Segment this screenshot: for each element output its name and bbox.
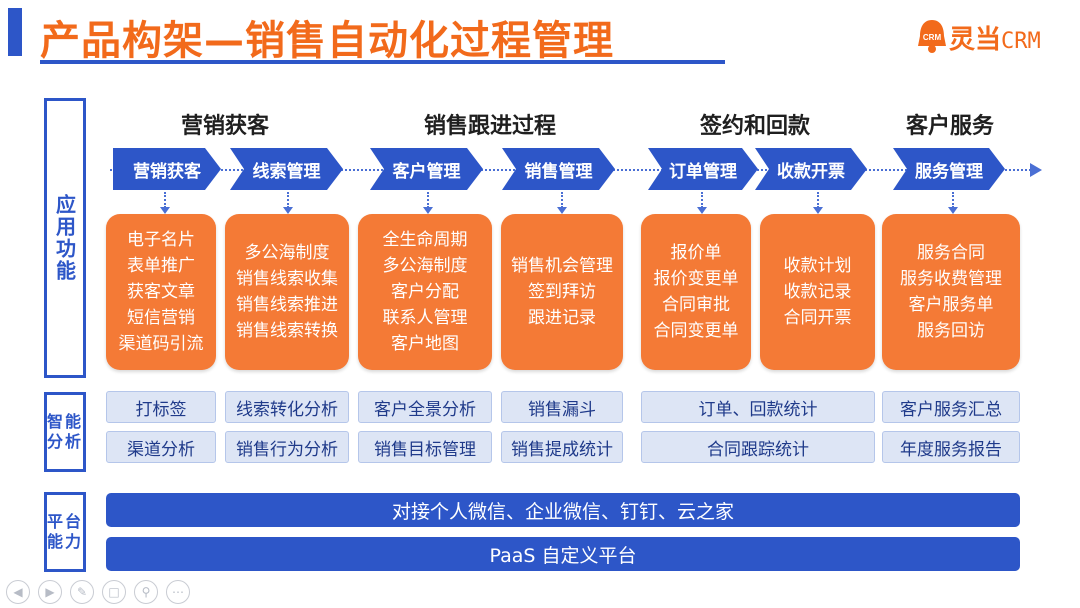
stage-title-contract-payment: 签约和回款 <box>699 114 810 139</box>
bell-logo-icon: CRM <box>918 20 946 53</box>
title-accent-bar <box>8 8 22 56</box>
connector-arrow-icon <box>557 192 567 214</box>
prev-slide-icon[interactable]: ◀ <box>6 580 30 604</box>
feature-item: 收款记录 <box>783 282 852 302</box>
feature-item: 客户地图 <box>391 334 459 354</box>
feature-card-customers: 全生命周期 多公海制度 客户分配 联系人管理 客户地图 <box>358 214 492 370</box>
feature-card-service: 服务合同 服务收费管理 客户服务单 服务回访 <box>882 214 1020 370</box>
feature-item: 销售线索转换 <box>236 321 338 341</box>
process-step-marketing: 营销获客 <box>113 148 221 190</box>
feature-item: 合同开票 <box>783 308 852 328</box>
feature-item: 销售机会管理 <box>511 256 613 276</box>
feature-item: 收款计划 <box>783 256 852 276</box>
process-arrow-icon <box>1030 163 1042 177</box>
analysis-chip: 打标签 <box>106 391 216 423</box>
feature-item: 全生命周期 <box>382 230 468 250</box>
feature-item: 报价单 <box>670 243 722 263</box>
feature-item: 签到拜访 <box>528 282 596 302</box>
analysis-chip: 销售漏斗 <box>501 391 623 423</box>
feature-card-leads: 多公海制度 销售线索收集 销售线索推进 销售线索转换 <box>225 214 349 370</box>
process-step-orders: 订单管理 <box>648 148 758 190</box>
analysis-chip: 渠道分析 <box>106 431 216 463</box>
feature-item: 合同审批 <box>662 295 730 315</box>
slides-icon[interactable]: □ <box>102 580 126 604</box>
connector-arrow-icon <box>948 192 958 214</box>
process-step-service: 服务管理 <box>893 148 1005 190</box>
brand-logo: CRM 灵当CRM <box>915 16 1065 56</box>
feature-card-payments: 收款计划 收款记录 合同开票 <box>760 214 875 370</box>
feature-item: 短信营销 <box>127 308 195 328</box>
apps-section-label: 应用功能 <box>52 194 77 282</box>
feature-item: 服务回访 <box>917 321 985 341</box>
stage-title-customer-service: 客户服务 <box>905 114 994 139</box>
process-step-sales: 销售管理 <box>502 148 615 190</box>
connector-arrow-icon <box>423 192 433 214</box>
analysis-chip: 客户全景分析 <box>358 391 492 423</box>
feature-card-sales: 销售机会管理 签到拜访 跟进记录 <box>501 214 623 370</box>
feature-item: 销售线索推进 <box>236 295 338 315</box>
page-title: 产品构架—销售自动化过程管理 <box>40 18 614 64</box>
platform-integration-bar: 对接个人微信、企业微信、钉钉、云之家 <box>106 493 1020 527</box>
feature-item: 多公海制度 <box>382 256 468 276</box>
connector-arrow-icon <box>160 192 170 214</box>
analysis-chip: 线索转化分析 <box>225 391 349 423</box>
feature-card-marketing: 电子名片 表单推广 获客文章 短信营销 渠道码引流 <box>106 214 216 370</box>
feature-item: 多公海制度 <box>244 243 330 263</box>
apps-section-frame: 应用功能 <box>44 98 86 378</box>
feature-card-orders: 报价单 报价变更单 合同审批 合同变更单 <box>641 214 751 370</box>
connector-arrow-icon <box>813 192 823 214</box>
feature-item: 获客文章 <box>127 282 195 302</box>
feature-item: 销售线索收集 <box>236 269 338 289</box>
connector-arrow-icon <box>697 192 707 214</box>
platform-paas-bar: PaaS 自定义平台 <box>106 537 1020 571</box>
pen-icon[interactable]: ✎ <box>70 580 94 604</box>
analysis-chip: 销售提成统计 <box>501 431 623 463</box>
logo-text: 灵当CRM <box>949 19 1041 56</box>
feature-item: 服务合同 <box>917 243 985 263</box>
feature-item: 客户服务单 <box>908 295 994 315</box>
logo-badge-text: CRM <box>923 33 942 42</box>
feature-item: 渠道码引流 <box>118 334 204 354</box>
stage-title-marketing: 营销获客 <box>180 114 269 139</box>
more-options-icon[interactable]: ⋯ <box>166 580 190 604</box>
process-step-leads: 线索管理 <box>230 148 343 190</box>
analysis-section-frame: 智能分析 <box>44 392 86 472</box>
analysis-chip: 客户服务汇总 <box>882 391 1020 423</box>
stage-title-sales-followup: 销售跟进过程 <box>423 114 556 139</box>
analysis-chip: 合同跟踪统计 <box>641 431 875 463</box>
feature-item: 跟进记录 <box>528 308 596 328</box>
next-slide-icon[interactable]: ▶ <box>38 580 62 604</box>
title-underline <box>40 60 725 64</box>
analysis-chip: 年度服务报告 <box>882 431 1020 463</box>
analysis-section-label: 智能分析 <box>47 412 84 451</box>
zoom-icon[interactable]: ⚲ <box>134 580 158 604</box>
analysis-chip: 销售行为分析 <box>225 431 349 463</box>
analysis-chip: 销售目标管理 <box>358 431 492 463</box>
platform-section-label: 平台能力 <box>47 512 84 551</box>
feature-item: 表单推广 <box>127 256 195 276</box>
feature-item: 客户分配 <box>391 282 459 302</box>
process-step-payments: 收款开票 <box>755 148 867 190</box>
analysis-chip: 订单、回款统计 <box>641 391 875 423</box>
feature-item: 电子名片 <box>127 230 195 250</box>
logo-crm-text: CRM <box>1001 29 1041 54</box>
slide-nav-controls: ◀ ▶ ✎ □ ⚲ ⋯ <box>6 580 190 604</box>
process-step-customers: 客户管理 <box>370 148 483 190</box>
connector-arrow-icon <box>283 192 293 214</box>
feature-item: 合同变更单 <box>653 321 739 341</box>
feature-item: 报价变更单 <box>653 269 739 289</box>
platform-section-frame: 平台能力 <box>44 492 86 572</box>
logo-brand-name: 灵当 <box>949 25 1002 55</box>
feature-item: 服务收费管理 <box>900 269 1002 289</box>
feature-item: 联系人管理 <box>382 308 468 328</box>
